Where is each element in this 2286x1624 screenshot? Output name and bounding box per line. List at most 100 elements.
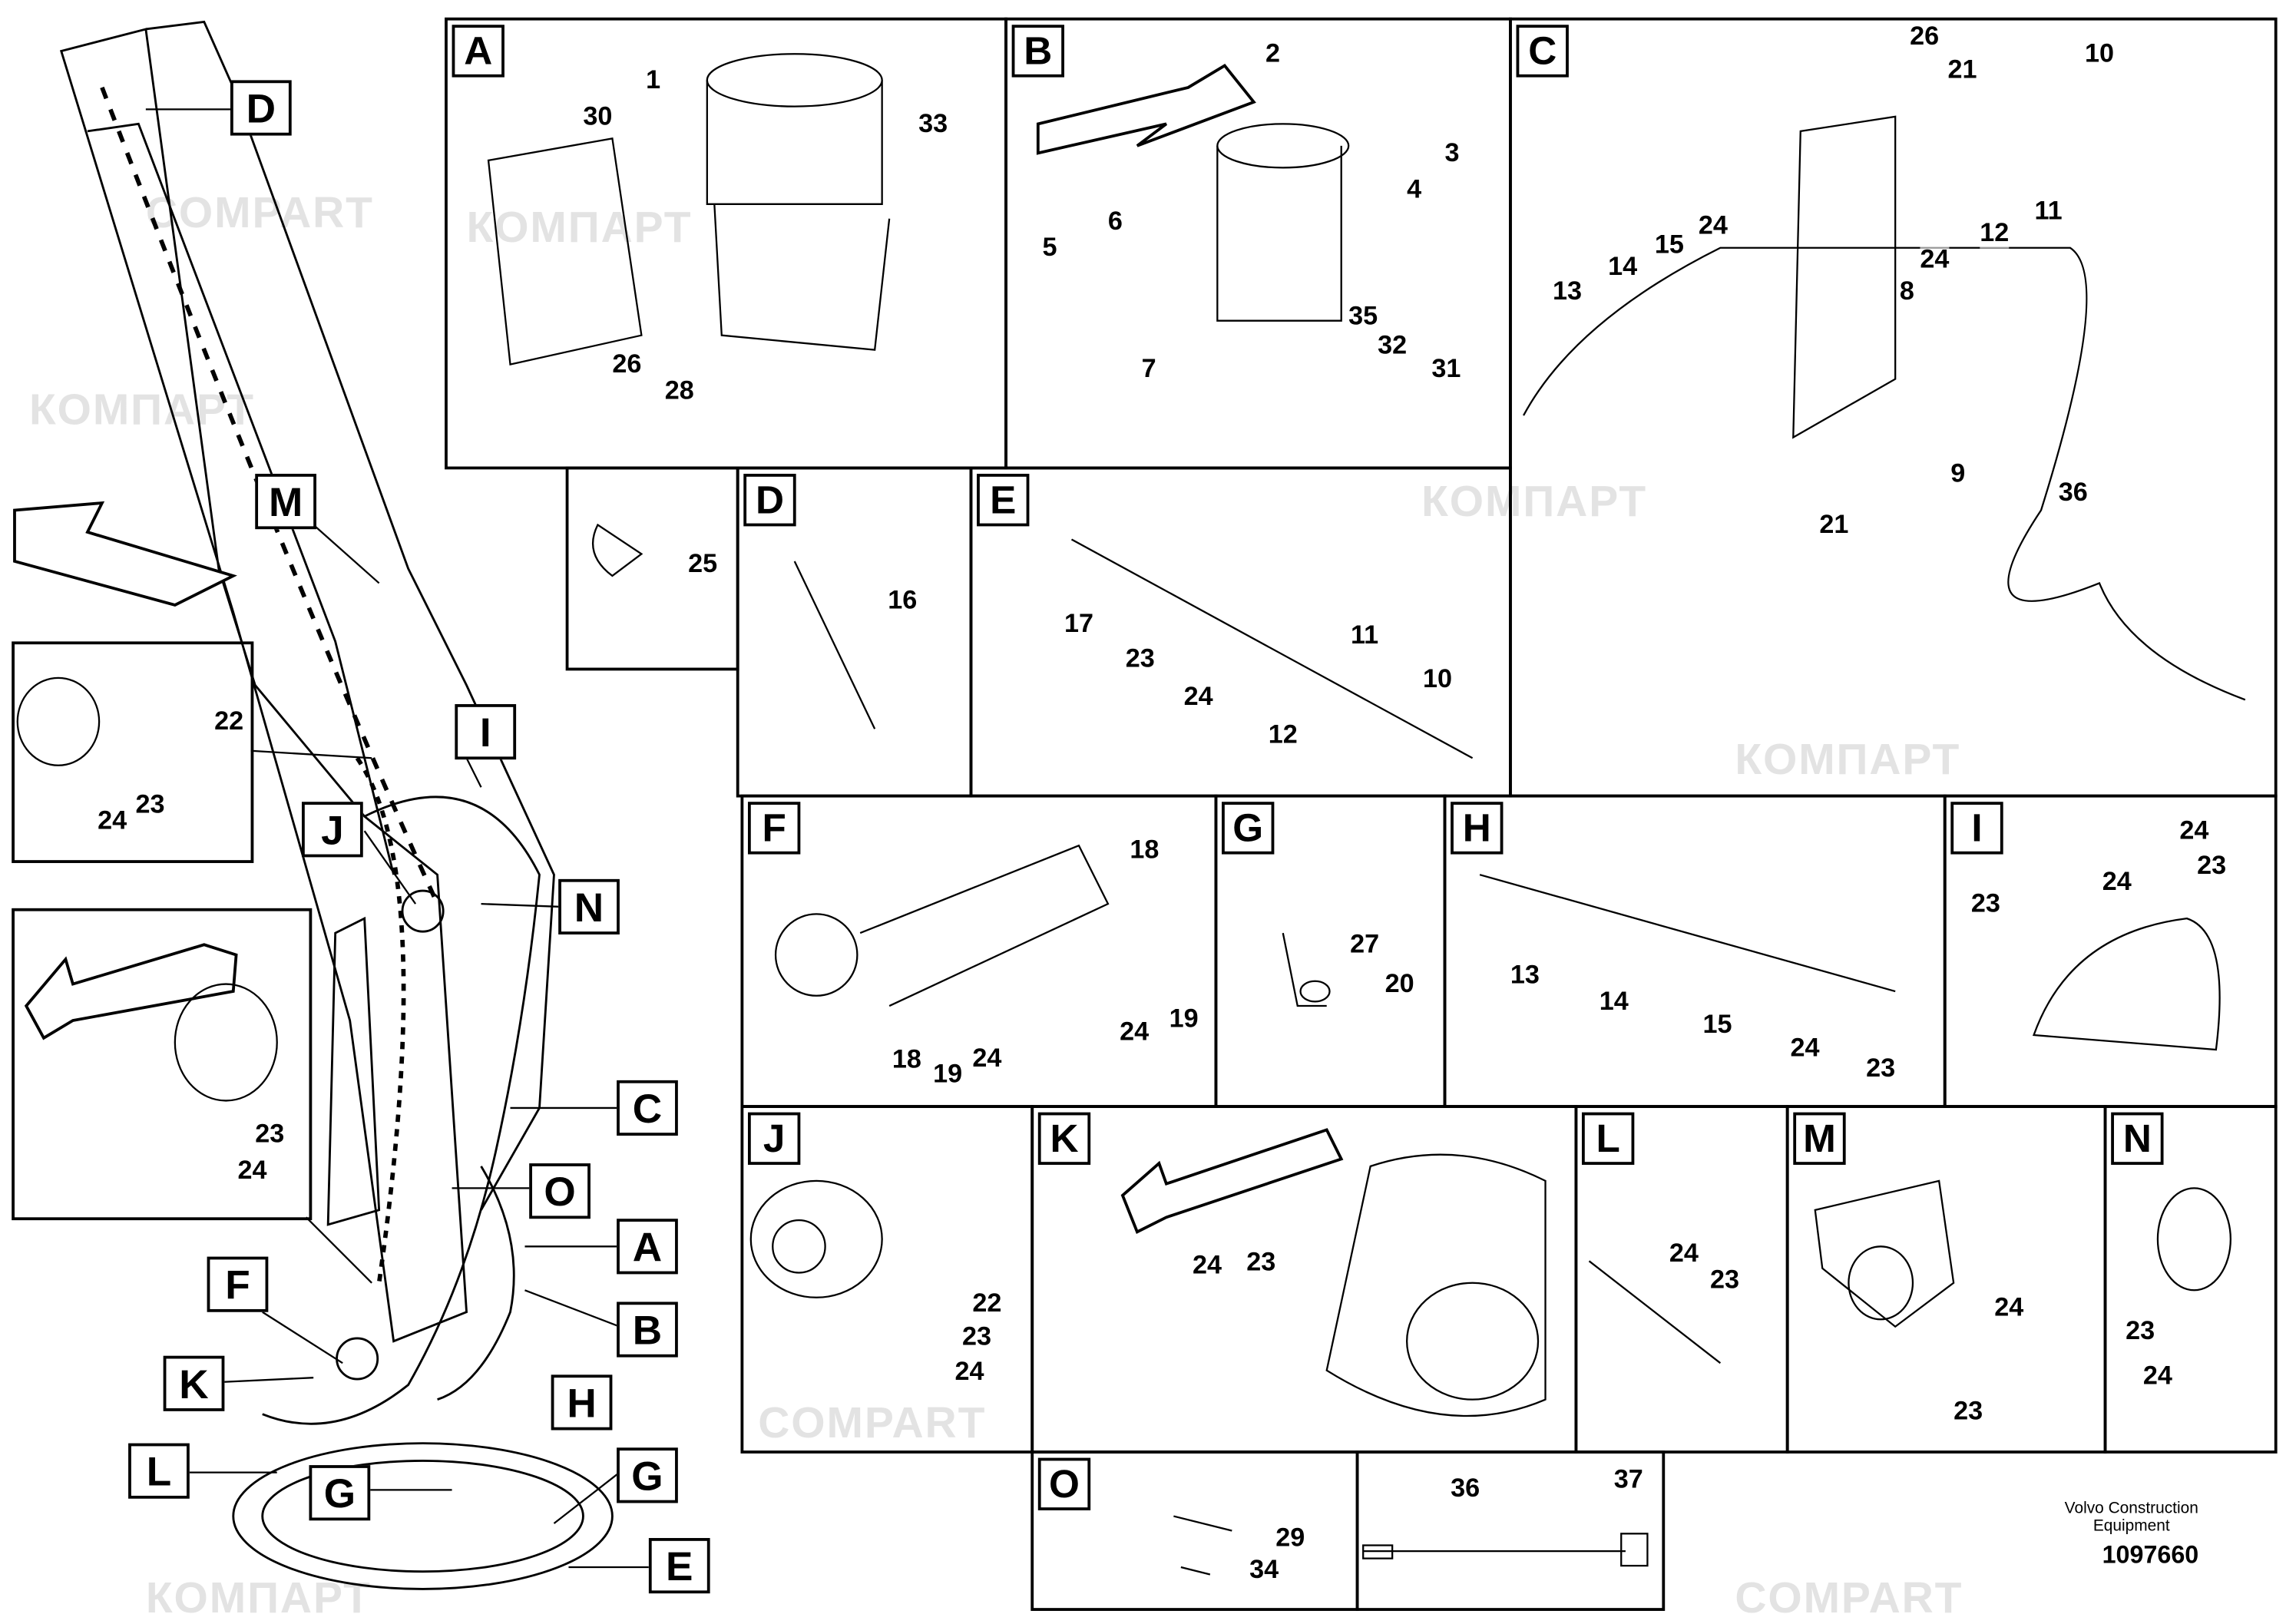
panel-n: N: [2103, 1105, 2278, 1454]
part-number: 27: [1350, 929, 1380, 961]
part-number: 24: [2102, 866, 2132, 898]
part-number: 31: [1431, 353, 1461, 385]
panel-letter: E: [977, 474, 1030, 527]
part-number: 11: [1351, 620, 1379, 651]
callout-m[interactable]: M: [255, 474, 316, 530]
panel-c: C: [1509, 17, 2278, 798]
callout-c[interactable]: C: [617, 1080, 678, 1136]
part-number: 18: [1130, 834, 1160, 865]
part-number: 26: [1910, 21, 1940, 52]
part-number: 24: [2179, 815, 2209, 847]
callout-i[interactable]: I: [455, 704, 517, 760]
part-number: 24: [1183, 681, 1213, 713]
watermark: COMPART: [145, 189, 374, 238]
part-number: 22: [972, 1288, 1002, 1319]
panel-o: O: [1031, 1450, 1359, 1611]
part-number: 24: [1920, 244, 1950, 275]
callout-d[interactable]: D: [230, 80, 292, 136]
callout-b[interactable]: B: [617, 1302, 678, 1358]
callout-o[interactable]: O: [529, 1163, 591, 1219]
callout-e[interactable]: E: [648, 1538, 710, 1594]
callout-j[interactable]: J: [302, 802, 363, 858]
part-number: 8: [1899, 276, 1914, 307]
panel-l: L: [1574, 1105, 1789, 1454]
part-number: 34: [1249, 1554, 1279, 1586]
part-number: 23: [2126, 1315, 2155, 1347]
part-number: 24: [2142, 1361, 2172, 1392]
part-number: 10: [2084, 38, 2114, 70]
panel-m: M: [1785, 1105, 2107, 1454]
callout-f[interactable]: F: [207, 1256, 269, 1312]
part-number: 20: [1385, 968, 1414, 1000]
panel-letter: N: [2111, 1112, 2164, 1165]
part-number: 23: [1125, 643, 1155, 675]
panel-j: J: [740, 1105, 1034, 1454]
panel-letter: J: [747, 1112, 801, 1165]
callout-l[interactable]: L: [128, 1443, 190, 1499]
part-number: 36: [2058, 477, 2088, 508]
panel-g: G: [1214, 794, 1447, 1108]
panel-letter: O: [1037, 1457, 1091, 1510]
part-number: 23: [962, 1321, 992, 1352]
part-number: 12: [1268, 719, 1298, 750]
part-number: 15: [1702, 1009, 1732, 1040]
part-number: 11: [2034, 196, 2063, 227]
inset-detail-1: [12, 641, 254, 863]
part-number: 21: [1947, 55, 1977, 86]
part-number: 24: [1994, 1292, 2024, 1323]
part-number: 24: [972, 1043, 1002, 1074]
part-number: 23: [1710, 1265, 1740, 1295]
part-number: 7: [1141, 353, 1156, 385]
part-number: 14: [1608, 251, 1638, 283]
part-number: 23: [2197, 850, 2227, 881]
panel-letter: F: [747, 802, 801, 855]
part-number: 23: [135, 789, 165, 820]
part-number: 22: [214, 706, 244, 737]
part-number: 25: [688, 548, 718, 580]
part-number: 24: [954, 1356, 984, 1388]
watermark: КОМПАРТ: [28, 386, 255, 435]
part-number: 32: [1378, 330, 1408, 361]
callout-k[interactable]: K: [163, 1355, 225, 1411]
panel-letter: D: [743, 474, 796, 527]
part-number: 13: [1552, 276, 1583, 307]
panel-b: B: [1004, 17, 1512, 470]
panel-letter: A: [452, 25, 505, 78]
panel-36-37: [1355, 1450, 1666, 1611]
drawing-number: 1097660: [2102, 1540, 2199, 1569]
callout-g[interactable]: G: [309, 1465, 371, 1521]
part-number: 23: [1866, 1053, 1896, 1084]
watermark: КОМПАРТ: [1735, 736, 1961, 785]
panel-letter: M: [1793, 1112, 1846, 1165]
panel-e: E: [969, 466, 1512, 798]
panel-letter: L: [1581, 1112, 1635, 1165]
panel-a: A: [445, 17, 1007, 470]
part-number: 1: [646, 64, 661, 96]
panel-d: D: [736, 466, 973, 798]
callout-a[interactable]: A: [617, 1219, 678, 1275]
callout-n[interactable]: N: [558, 878, 620, 935]
part-number: 21: [1819, 509, 1849, 541]
callout-h[interactable]: H: [551, 1374, 613, 1431]
part-number: 35: [1348, 301, 1378, 332]
part-number: 2: [1265, 38, 1280, 70]
part-number: 17: [1064, 608, 1093, 640]
panel-letter: H: [1451, 802, 1504, 855]
part-number: 28: [664, 375, 694, 406]
part-number: 19: [1169, 1004, 1199, 1035]
part-number: 23: [1246, 1247, 1276, 1278]
part-number: 13: [1510, 960, 1540, 991]
part-number: 23: [1970, 888, 2000, 920]
panel-letter: C: [1516, 25, 1569, 78]
panel-i: I: [1943, 794, 2278, 1108]
panel-letter: K: [1037, 1112, 1091, 1165]
watermark: COMPART: [758, 1399, 987, 1448]
part-number: 30: [583, 101, 613, 132]
part-number: 23: [1954, 1395, 1983, 1427]
callout-g[interactable]: G: [617, 1447, 678, 1503]
publisher-label: Volvo Construction Equipment: [2064, 1500, 2198, 1536]
part-number: 26: [612, 349, 642, 380]
part-number: 12: [1980, 217, 2010, 249]
